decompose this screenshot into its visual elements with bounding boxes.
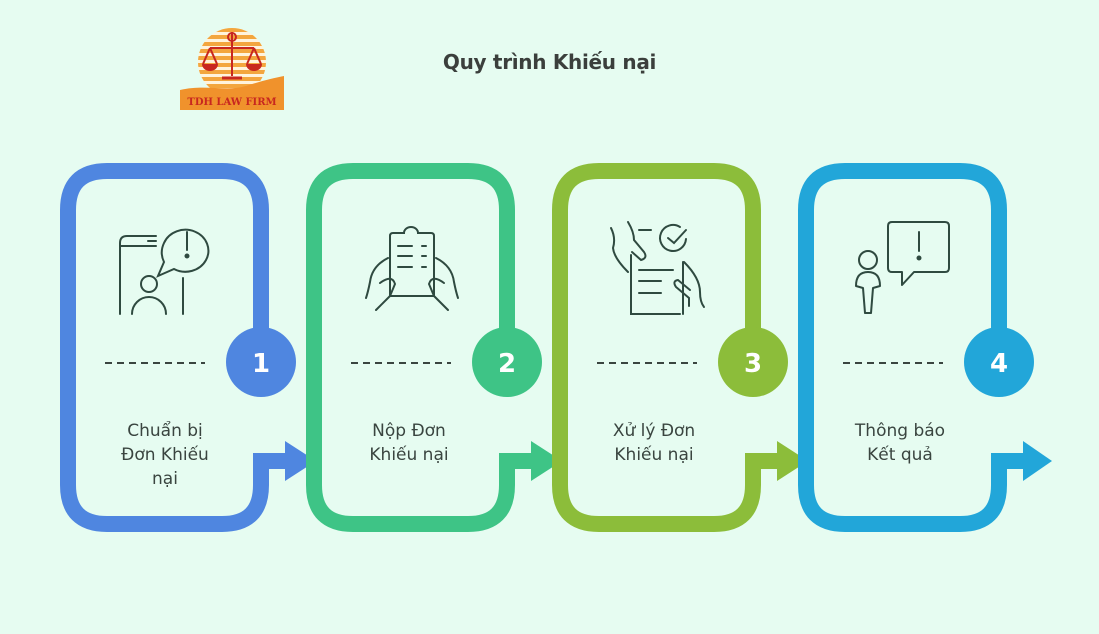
step-1: 1 — [60, 163, 316, 532]
phone-alert-person-icon — [119, 228, 210, 315]
svg-text:3: 3 — [744, 349, 762, 379]
arrow-right-icon — [1023, 441, 1052, 481]
step-number-badge — [226, 327, 296, 397]
step-number-badge — [718, 327, 788, 397]
page-title: Quy trình Khiếu nại — [442, 50, 657, 74]
step-number-badge — [964, 327, 1034, 397]
arrow-right-icon — [531, 441, 562, 481]
arrow-right-icon — [285, 441, 316, 481]
scales-icon — [202, 32, 262, 80]
document-review-check-icon — [610, 221, 705, 315]
person-alert-message-icon — [855, 221, 950, 314]
hands-holding-document-icon — [365, 226, 459, 311]
step-1-label: Chuẩn bị Đơn Khiếu nại — [121, 421, 209, 489]
step-4: 4 — [798, 163, 1052, 532]
step-4-label: Thông báo Kết quả — [854, 421, 946, 465]
step-3: 3 — [552, 163, 808, 532]
step-3-label: Xử lý Đơn Khiếu nại — [612, 421, 696, 465]
step-2: 2 — [306, 163, 562, 532]
svg-text:4: 4 — [990, 349, 1008, 379]
svg-text:TDH LAW FIRM: TDH LAW FIRM — [187, 97, 276, 108]
arrow-right-icon — [777, 441, 808, 481]
svg-text:2: 2 — [498, 349, 516, 379]
svg-text:1: 1 — [252, 349, 270, 379]
step-2-label: Nộp Đơn Khiếu nại — [369, 421, 449, 465]
logo: TDH LAW FIRM — [176, 24, 288, 112]
step-number-badge — [472, 327, 542, 397]
